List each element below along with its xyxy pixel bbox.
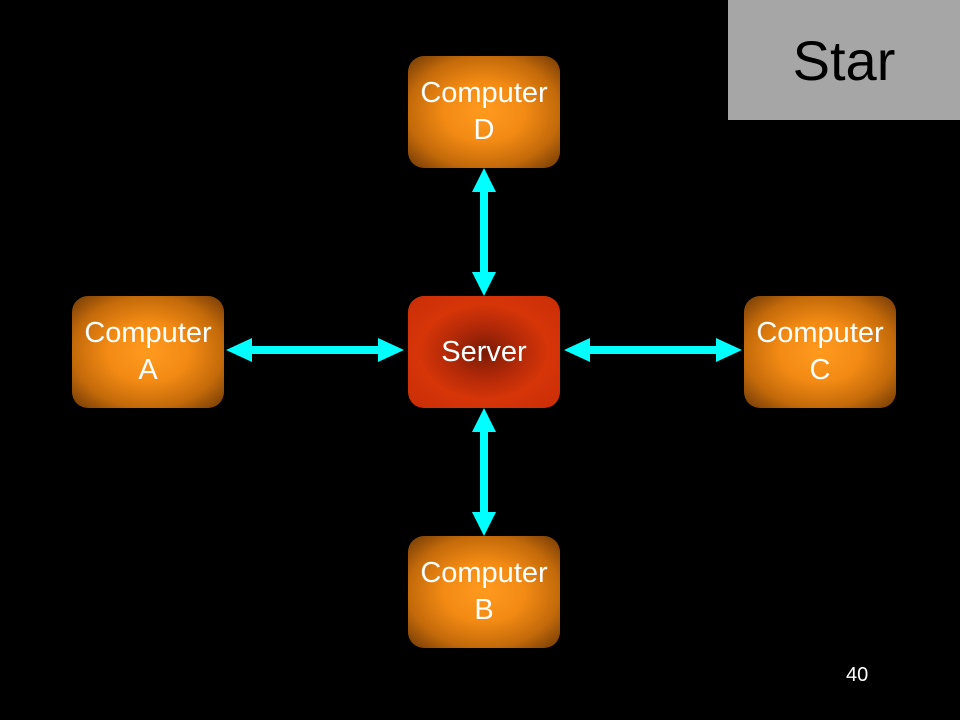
connector-a-server xyxy=(226,338,404,362)
computer-c-node: Computer C xyxy=(744,296,896,408)
computer-d-label: Computer D xyxy=(420,77,548,146)
slide-title: Star xyxy=(792,28,896,92)
computer-a-label: Computer A xyxy=(84,317,212,386)
connector-server-d xyxy=(472,168,496,296)
server-label: Server xyxy=(441,335,527,368)
server-node: Server xyxy=(408,296,560,408)
page-number: 40 xyxy=(846,664,869,686)
computer-b-node: Computer B xyxy=(408,536,560,648)
connector-server-c xyxy=(564,338,742,362)
title-box: Star xyxy=(728,0,960,120)
computer-c-label: Computer C xyxy=(756,317,884,386)
computer-a-node: Computer A xyxy=(72,296,224,408)
computer-b-label: Computer B xyxy=(420,557,548,626)
connector-server-b xyxy=(472,408,496,536)
computer-d-node: Computer D xyxy=(408,56,560,168)
